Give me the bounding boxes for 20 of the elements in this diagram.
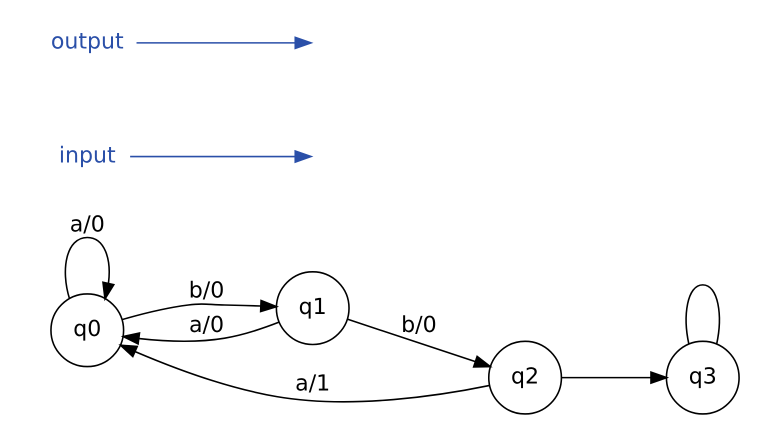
edge-label: a/1	[295, 370, 330, 397]
arrow	[120, 321, 280, 346]
arrow	[118, 344, 490, 402]
arrow	[346, 318, 493, 368]
edge-label: a/0	[70, 211, 105, 238]
node-circle: q1	[276, 271, 350, 346]
connector	[685, 284, 720, 344]
arrow	[561, 371, 670, 384]
node-circle: q0	[50, 293, 124, 368]
node-text: input	[58, 142, 116, 168]
arrow	[64, 236, 116, 302]
edge-label: a/0	[188, 312, 224, 338]
edge-label: b/0	[188, 277, 224, 304]
node-circle: q3	[666, 340, 740, 415]
node-circle: q2	[488, 340, 562, 415]
arrow	[122, 299, 280, 320]
arrow	[136, 36, 314, 50]
arrow	[130, 150, 314, 164]
edge-label: b/0	[401, 312, 437, 338]
node-text: output	[50, 28, 124, 55]
